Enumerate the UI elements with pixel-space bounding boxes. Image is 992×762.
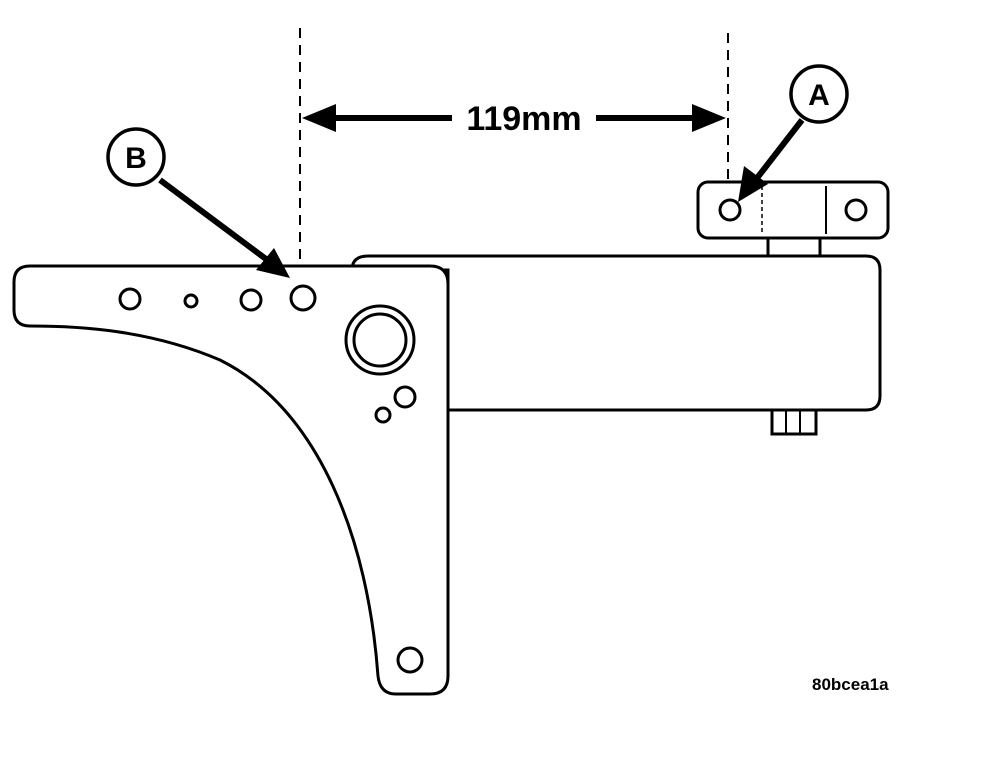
bracket-hole-2	[183, 293, 199, 309]
tab-hole-a	[718, 198, 742, 222]
figure-code: 80bcea1a	[812, 675, 889, 694]
bottom-nut	[770, 408, 818, 436]
callout-a-label: A	[808, 79, 830, 112]
callout-b-label: B	[125, 142, 147, 175]
bracket-hole-3	[239, 288, 263, 312]
bracket-hole-b	[289, 284, 317, 312]
bracket-small-hole-1	[393, 385, 417, 409]
bracket-bottom-hole	[396, 646, 424, 674]
rectangular-housing	[350, 254, 882, 412]
dimension-label: 119mm	[466, 100, 581, 138]
callout-b: B	[106, 127, 290, 278]
dimension-arrow	[302, 104, 726, 132]
bracket-small-hole-2	[374, 406, 392, 424]
top-tab	[696, 180, 890, 240]
l-bracket	[12, 264, 450, 696]
callout-a: A	[738, 64, 849, 202]
tab-hole-right	[844, 198, 868, 222]
bracket-hole-1	[118, 287, 142, 311]
bolt-head	[344, 304, 416, 376]
